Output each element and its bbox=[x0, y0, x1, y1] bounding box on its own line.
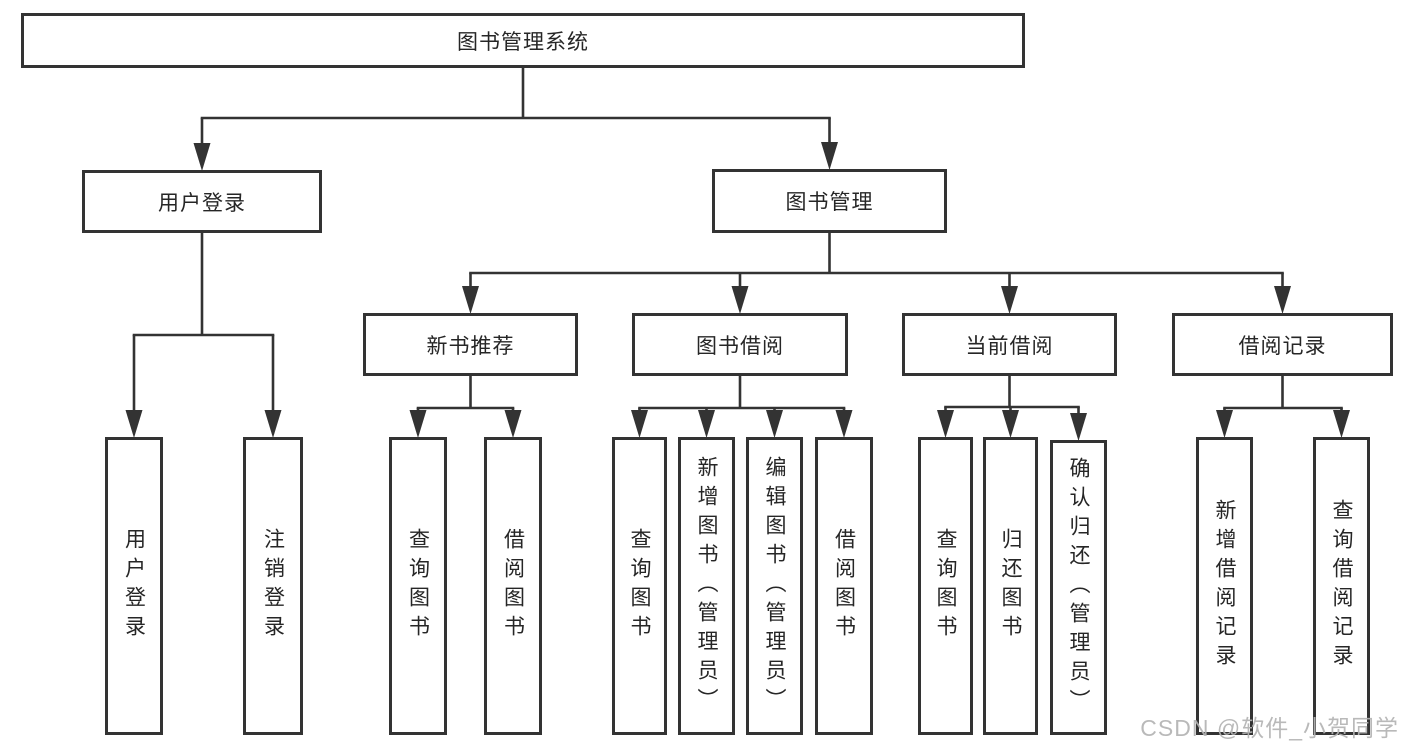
node-bookmgmt: 图书管理 bbox=[712, 169, 947, 233]
arrowhead-icon bbox=[937, 410, 954, 438]
arrowhead-icon bbox=[1216, 410, 1233, 438]
node-label: 图书管理 bbox=[785, 191, 874, 214]
node-leaf-bw-add: 新增图书（管理员） bbox=[678, 437, 735, 735]
arrowhead-icon bbox=[193, 143, 211, 171]
node-label: 用户登录 bbox=[122, 528, 146, 644]
arrowhead-icon bbox=[462, 286, 479, 314]
arrowhead-icon bbox=[1002, 410, 1019, 438]
node-label: 查询图书 bbox=[406, 528, 430, 644]
node-label: 图书管理系统 bbox=[457, 30, 589, 54]
arrowhead-icon bbox=[1274, 286, 1291, 314]
node-current: 当前借阅 bbox=[902, 313, 1117, 376]
node-leaf-cur-query: 查询图书 bbox=[918, 437, 973, 735]
node-leaf-nb-query: 查询图书 bbox=[389, 437, 447, 735]
arrowhead-icon bbox=[409, 410, 427, 438]
arrowhead-icon bbox=[504, 410, 522, 438]
node-borrow: 图书借阅 bbox=[632, 313, 848, 376]
arrowhead-icon bbox=[835, 410, 853, 438]
node-label: 新增借阅记录 bbox=[1213, 499, 1236, 673]
arrowhead-icon bbox=[731, 286, 749, 314]
node-label: 查询图书 bbox=[628, 528, 651, 644]
node-label: 归还图书 bbox=[999, 528, 1022, 644]
arrowhead-icon bbox=[698, 410, 715, 438]
node-label: 确认归还（管理员） bbox=[1067, 457, 1090, 718]
node-leaf-nb-borrow: 借阅图书 bbox=[484, 437, 542, 735]
arrowhead-icon bbox=[1333, 410, 1350, 438]
node-leaf-bw-query: 查询图书 bbox=[612, 437, 667, 735]
arrowhead-icon bbox=[125, 410, 143, 438]
node-login: 用户登录 bbox=[82, 170, 322, 233]
node-root: 图书管理系统 bbox=[21, 13, 1025, 68]
node-leaf-cur-return: 归还图书 bbox=[983, 437, 1038, 735]
node-leaf-logout: 注销登录 bbox=[243, 437, 303, 735]
node-label: 查询借阅记录 bbox=[1330, 499, 1353, 673]
node-label: 新增图书（管理员） bbox=[695, 455, 718, 717]
node-label: 借阅图书 bbox=[832, 528, 856, 644]
arrowhead-icon bbox=[766, 410, 783, 438]
node-leaf-bw-edit: 编辑图书（管理员） bbox=[746, 437, 803, 735]
node-records: 借阅记录 bbox=[1172, 313, 1393, 376]
node-newbook: 新书推荐 bbox=[363, 313, 578, 376]
node-label: 借阅图书 bbox=[501, 528, 525, 644]
node-label: 注销登录 bbox=[261, 528, 285, 644]
node-label: 编辑图书（管理员） bbox=[763, 455, 786, 717]
arrowhead-icon bbox=[631, 410, 648, 438]
node-label: 当前借阅 bbox=[965, 334, 1054, 358]
node-label: 借阅记录 bbox=[1238, 334, 1327, 358]
node-leaf-rec-add: 新增借阅记录 bbox=[1196, 437, 1253, 735]
node-label: 图书借阅 bbox=[696, 334, 784, 358]
node-label: 用户登录 bbox=[158, 191, 246, 215]
arrowhead-icon bbox=[264, 410, 282, 438]
arrowhead-icon bbox=[1070, 413, 1087, 441]
node-leaf-bw-borrow: 借阅图书 bbox=[815, 437, 873, 735]
node-label: 新书推荐 bbox=[426, 334, 515, 358]
node-leaf-cur-confirm: 确认归还（管理员） bbox=[1050, 440, 1107, 735]
node-label: 查询图书 bbox=[934, 528, 957, 644]
arrowhead-icon bbox=[1001, 286, 1018, 314]
node-leaf-rec-query: 查询借阅记录 bbox=[1313, 437, 1370, 735]
node-leaf-user-login: 用户登录 bbox=[105, 437, 163, 735]
arrowhead-icon bbox=[821, 142, 838, 170]
